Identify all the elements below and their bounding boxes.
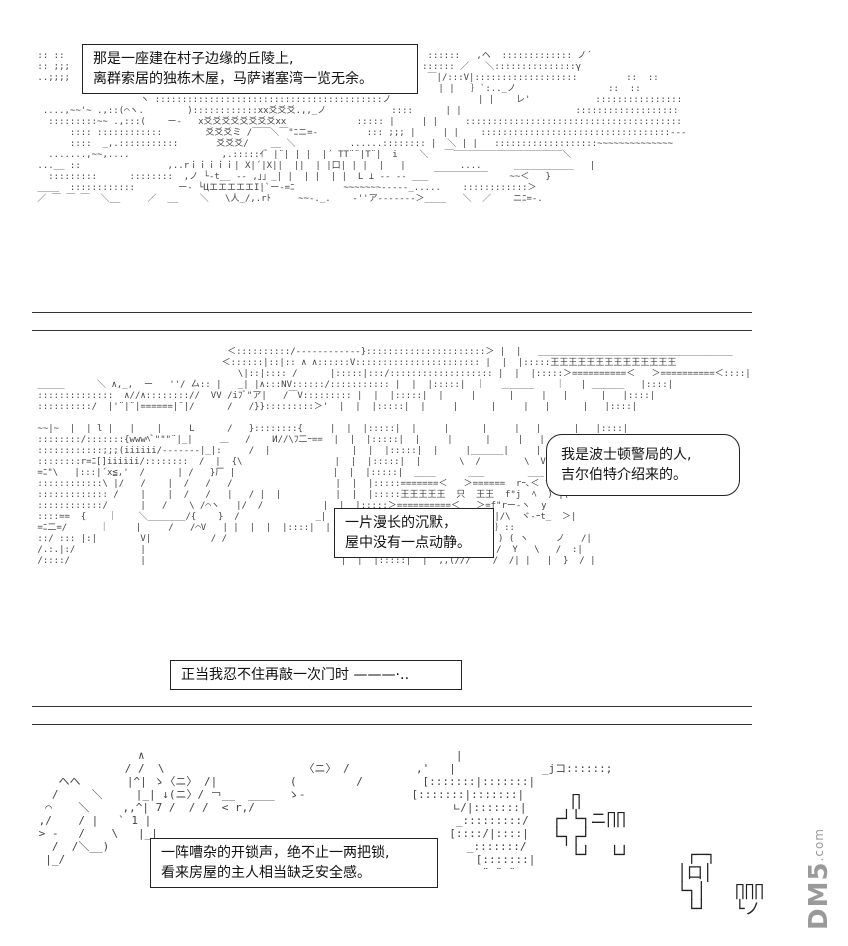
caption-line: 那是一座建在村子边缘的丘陵上, xyxy=(93,51,294,67)
caption-line: 一阵嘈杂的开锁声，绝不止一两把锁, xyxy=(161,845,390,861)
caption-line: 离群索居的独栋木屋，马萨诸塞湾一览无余。 xyxy=(93,71,373,87)
panel-3-caption: 一阵嘈杂的开锁声，绝不止一两把锁, 看来房屋的主人相当缺乏安全感。 xyxy=(150,838,438,888)
caption-line: 正当我忍不住再敲一次门时 ———·‥ xyxy=(181,667,410,683)
bubble-line: 吉尔伯特介绍来的。 xyxy=(561,467,687,483)
panel-divider xyxy=(32,706,752,707)
panel-divider xyxy=(32,724,752,725)
unlocking-sfx-ascii-art: ∧ | / / \ 〈ニ〉 / ,' | _jコ::::::; ヘヘ |^| ゝ… xyxy=(38,749,613,879)
hill-house-ascii-art: :: :: :::::: ,ヘ ::::::::::::: ノ´ :: ;;; … xyxy=(37,51,687,204)
door-scene-ascii-art: ＜::::::::::/‐‐‐‐‐‐‐‐‐‐‐‐}:::::::::::::::… xyxy=(37,347,751,566)
speech-bubble-police: 我是波士顿警局的人, 吉尔伯特介绍来的。 xyxy=(546,434,740,496)
watermark-main: DM5 xyxy=(804,861,834,930)
panel-2-caption-knock: 正当我忍不住再敲一次门时 ———·‥ xyxy=(170,660,462,690)
panel-1-caption: 那是一座建在村子边缘的丘陵上, 离群索居的独栋木屋，马萨诸塞湾一览无余。 xyxy=(82,44,418,94)
caption-line: 一片漫长的沉默， xyxy=(345,515,457,531)
caption-line: 看来房屋的主人相当缺乏安全感。 xyxy=(161,865,371,881)
lock-sfx-glyphs: ∏ ┌┘└┐ニ∏∏ └┐┌┘ └┘ └┘ ┌─┐ │口│ └┐│ ∏∏∏ └┘ … xyxy=(552,791,764,918)
panel-2-caption-silence: 一片漫长的沉默， 屋中没有一点动静。 xyxy=(334,508,494,558)
panel-divider xyxy=(32,330,752,331)
watermark-sub: .com xyxy=(812,828,826,862)
bubble-line: 我是波士顿警局的人, xyxy=(561,447,692,463)
caption-line: 屋中没有一点动静。 xyxy=(345,535,471,551)
site-watermark: DM5.com xyxy=(804,828,838,930)
panel-divider xyxy=(32,312,752,313)
